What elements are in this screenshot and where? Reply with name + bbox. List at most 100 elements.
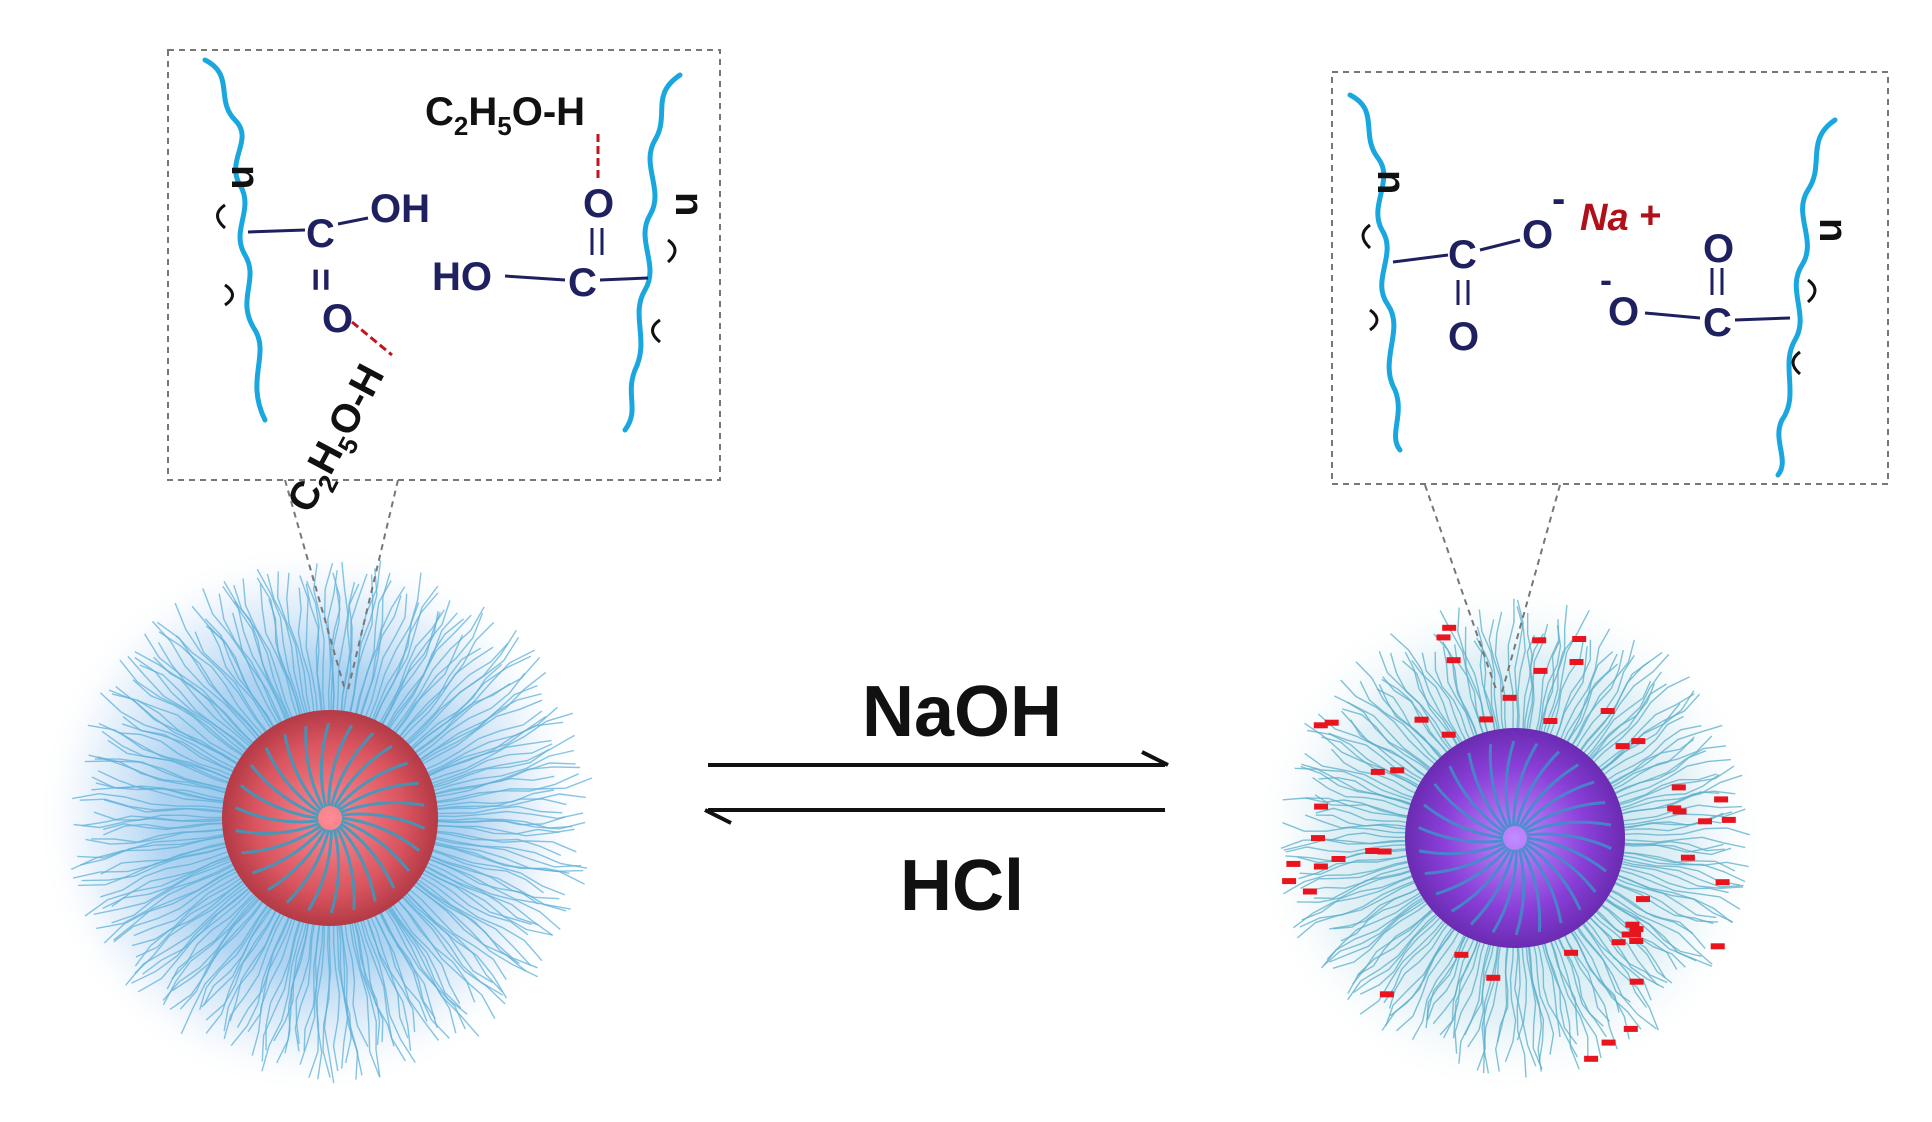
right-corona-strand xyxy=(1347,907,1444,1001)
left-corona-strand xyxy=(113,867,244,943)
right-corona-strand xyxy=(1312,777,1419,813)
left-corona-strand xyxy=(360,912,416,1063)
negative-charge xyxy=(1446,657,1461,664)
negative-charge xyxy=(1629,938,1644,944)
left-corona-strand xyxy=(332,917,341,1072)
right-core-chain xyxy=(1522,845,1563,924)
left-corona-strand xyxy=(113,864,243,941)
right-inset-bond-C-O xyxy=(1479,238,1521,252)
right-corona-strand xyxy=(1299,877,1424,928)
left-corona-strand xyxy=(73,841,234,879)
left-corona-strand xyxy=(340,583,360,719)
right-corona-strand xyxy=(1292,872,1422,929)
left-corona-strand xyxy=(85,828,231,845)
right-corona-strand xyxy=(1553,929,1607,1038)
right-corona-strand xyxy=(1514,599,1524,739)
right-corona-strand xyxy=(1613,853,1746,883)
right-corona-strand xyxy=(1574,651,1663,759)
left-corona-strand xyxy=(80,833,232,866)
left-corona-strand xyxy=(429,829,577,853)
left-corona-strand xyxy=(422,855,539,905)
left-corona-strand xyxy=(401,629,517,750)
right-corona-strand xyxy=(1340,679,1443,771)
left-corona-strand xyxy=(259,584,300,724)
right-corona-strand xyxy=(1504,937,1517,1062)
left-corona-strand xyxy=(205,625,279,734)
right-corona-strand xyxy=(1411,926,1469,1041)
right-zoom-lines xyxy=(1424,484,1561,693)
left-corona-strand xyxy=(399,643,509,748)
right-corona-strand xyxy=(1488,619,1506,739)
right-corona-strand xyxy=(1602,885,1706,950)
right-corona-strand xyxy=(1522,612,1533,739)
right-corona-strand xyxy=(1442,646,1479,746)
right-core-chain xyxy=(1488,744,1510,829)
left-corona-strand xyxy=(429,798,567,811)
negative-charge xyxy=(1286,860,1301,867)
right-corona-strand xyxy=(1385,919,1459,1027)
negative-charge xyxy=(1370,768,1385,775)
right-corona-strand xyxy=(1604,735,1713,794)
right-corona-strand xyxy=(1598,892,1702,957)
right-corona-strand xyxy=(1326,889,1430,960)
right-corona-strand xyxy=(1314,794,1418,819)
left-corona-strand xyxy=(179,895,268,1010)
left-inset: n C OH = O C2H5O-H C2H5O-H O HO C n xyxy=(167,49,721,519)
left-corona-strand xyxy=(348,916,381,1078)
right-corona-strand xyxy=(1566,639,1635,754)
right-corona-strand xyxy=(1329,895,1434,963)
right-corona-strand xyxy=(1610,765,1735,809)
left-corona-strand xyxy=(428,773,579,804)
negative-charge xyxy=(1502,694,1517,701)
right-corona-strand xyxy=(1523,635,1536,739)
left-corona-strand xyxy=(423,852,560,900)
right-corona-strand xyxy=(1586,907,1668,984)
left-corona-strand xyxy=(218,593,285,730)
right-corona-strand xyxy=(1283,858,1418,895)
left-corona-strand xyxy=(166,889,261,990)
svg-text:C2H5O-H: C2H5O-H xyxy=(425,90,585,141)
left-corona-strand xyxy=(191,605,278,734)
right-corona-strand xyxy=(1433,633,1481,745)
left-corona-strand xyxy=(134,650,256,752)
left-corona-strand xyxy=(336,917,349,1069)
negative-charge xyxy=(1311,835,1325,842)
negative-charge xyxy=(1601,1039,1616,1046)
right-chain-bond-HO-C xyxy=(504,274,566,282)
left-corona-strand xyxy=(327,570,338,719)
right-corona-strand xyxy=(1285,844,1416,853)
right-corona-strand xyxy=(1611,864,1729,894)
right-chain-carbon-label: C xyxy=(568,261,597,305)
left-corona-strand xyxy=(131,883,255,984)
left-corona-strand xyxy=(88,754,234,792)
forward-arrow-head xyxy=(1141,750,1169,767)
negative-charge xyxy=(1584,1055,1599,1062)
right-corona-strand xyxy=(1389,920,1461,1017)
left-corona-strand xyxy=(169,894,268,1010)
left-corona-strand xyxy=(174,602,271,739)
right-corona-strand xyxy=(1612,858,1744,888)
right-core-chain xyxy=(1424,844,1507,875)
left-corona-strand xyxy=(428,777,593,805)
left-core-chain xyxy=(283,734,323,811)
left-corona-strand xyxy=(364,911,409,1039)
left-corona-strand xyxy=(131,873,248,947)
negative-charge xyxy=(1636,896,1650,903)
left-core-chain xyxy=(338,781,419,812)
negative-charge xyxy=(1623,1025,1638,1032)
right-corona-strand xyxy=(1376,688,1449,765)
left-corona-strand xyxy=(297,587,316,720)
right-corona-strand xyxy=(1560,926,1611,1022)
left-corona-strand xyxy=(127,655,251,758)
right-corona-strand xyxy=(1313,832,1416,842)
left-corona-strand xyxy=(423,739,552,784)
right-corona-strand xyxy=(1606,877,1718,923)
left-corona-strand xyxy=(366,572,422,726)
right-corona-strand xyxy=(1296,867,1420,903)
negative-charge xyxy=(1627,931,1641,938)
left-corona-strand xyxy=(418,710,543,774)
left-corona-strand xyxy=(364,911,412,1051)
left-corona-strand xyxy=(135,875,250,958)
right-corona-strand xyxy=(1601,738,1695,790)
negative-charge xyxy=(1532,637,1547,644)
